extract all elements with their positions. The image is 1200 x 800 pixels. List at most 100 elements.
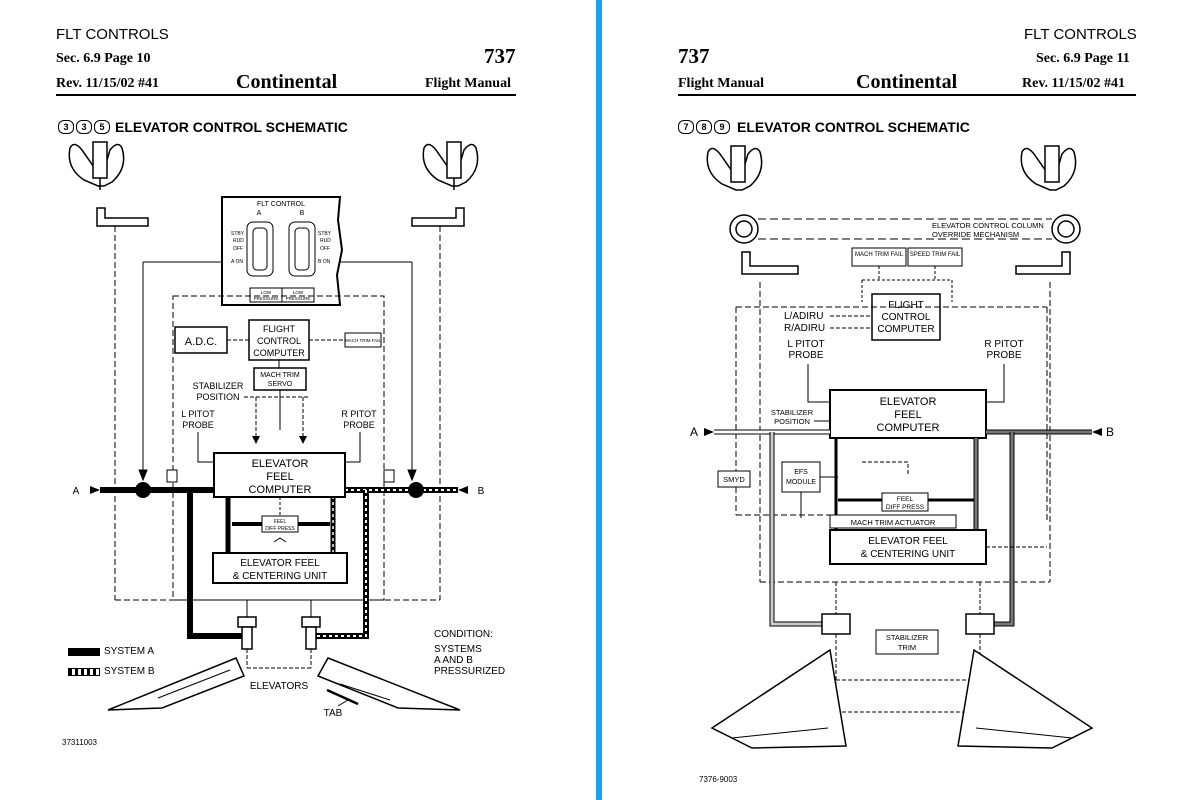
pressure-label-b: PRESSURE [286,296,311,301]
adc-label: A.D.C. [185,336,217,348]
figure-title: ELEVATOR CONTROL SCHEMATIC [115,119,348,135]
elevator-schematic-right: ELEVATOR CONTROL COLUMN OVERRIDE MECHANI… [690,145,1114,749]
revision: Rev. 11/15/02 #41 [56,76,160,91]
page-divider [596,0,602,800]
stab-trim-1: STABILIZER [886,633,929,642]
off-label-a: OFF [233,246,243,252]
position-label: POSITION [196,392,239,402]
low-label-b: LOW [293,290,304,295]
system-b-swatch [68,668,100,676]
right-control-column [411,141,479,227]
r-pitot-label: R PITOT [341,409,377,419]
override-label-1: ELEVATOR CONTROL COLUMN [932,221,1044,230]
left-control-column [68,141,149,227]
position-label: POSITION [774,417,810,426]
r-pitot-label: R PITOT [984,339,1023,350]
stby-label-b: STBY [318,231,332,237]
pressure-label-a: PRESSURE [254,296,279,301]
header-rule [56,94,516,96]
section-label: FLT CONTROLS [1024,26,1137,43]
figure-number: 7376-9003 [699,775,738,784]
fcc-computer: COMPUTER [253,348,305,358]
diff-press-label: DIFF PRESS [886,504,925,511]
mach-trim-fail-label: MACH TRIM FAIL [855,252,904,258]
override-label-2: OVERRIDE MECHANISM [932,230,1019,239]
line-b-label: B [1106,425,1114,439]
l-probe-label: PROBE [182,420,214,430]
condition-pressurized: PRESSURIZED [434,666,506,677]
mach-trim-actuator-label: MACH TRIM ACTUATOR [851,518,936,527]
l-pitot-label: L PITOT [181,409,215,419]
efc-elevator: ELEVATOR [252,458,309,470]
effectivity-badges: 3 3 5 [58,120,110,134]
efcu-1: ELEVATOR FEEL [868,536,948,547]
left-control-column [706,145,799,275]
efcu-2: & CENTERING UNIT [233,571,327,582]
airline-name: Continental [236,71,338,93]
flt-control-b-label: B [300,210,305,217]
feel-label: FEEL [897,496,914,503]
legend-system-a: SYSTEM A [104,646,155,657]
r-probe-label: PROBE [986,350,1021,361]
badge: 3 [58,120,74,134]
sec-page: Sec. 6.9 Page 10 [56,51,151,66]
effectivity-badges: 7 8 9 [678,120,730,134]
rud-label-a: RUD [233,238,244,244]
badge: 5 [94,120,110,134]
badge: 7 [678,120,694,134]
system-a-swatch [68,648,100,656]
mach-trim-servo-2: SERVO [268,381,293,388]
line-a-label: A [73,486,80,497]
condition-a-and-b: A AND B [434,655,473,666]
line-a-label: A [690,425,698,439]
efcu-1: ELEVATOR FEEL [240,558,320,569]
condition-systems: SYSTEMS [434,644,482,655]
mach-trim-servo-1: MACH TRIM [260,372,300,379]
stby-label-a: STBY [231,231,245,237]
feel-label: FEEL [274,519,287,525]
badge: 8 [696,120,712,134]
legend-system-b: SYSTEM B [104,666,155,677]
badge: 3 [76,120,92,134]
stab-trim-2: TRIM [898,643,916,652]
fcc-computer: COMPUTER [877,324,934,335]
manual-name: Flight Manual [425,76,511,91]
fcc-control: CONTROL [882,312,931,323]
l-adiru-label: L/ADIRU [784,311,823,322]
revision: Rev. 11/15/02 #41 [1022,76,1126,91]
header-rule [678,94,1136,96]
elevators-label: ELEVATORS [250,681,309,692]
stabilizer-label: STABILIZER [771,408,814,417]
a-on-label: A ON [231,259,243,265]
model-number: 737 [484,44,516,68]
flt-control-label: FLT CONTROL [257,201,305,208]
airline-name: Continental [856,71,958,93]
efs-label: EFS [794,469,808,476]
flt-control-a-label: A [257,210,262,217]
speed-trim-fail-label: SPEED TRIM FAIL [910,252,961,258]
efcu-2: & CENTERING UNIT [861,549,955,560]
left-page: FLT CONTROLS Sec. 6.9 Page 10 737 Rev. 1… [0,0,596,800]
tab-label: TAB [324,708,343,719]
efc-elevator: ELEVATOR [880,396,937,408]
efc-computer: COMPUTER [249,484,312,496]
fcc-control: CONTROL [257,336,301,346]
off-label-b: OFF [320,246,330,252]
manual-name: Flight Manual [678,76,764,91]
r-probe-label: PROBE [343,420,375,430]
rud-label-b: RUD [320,238,331,244]
fcc-flight: FLIGHT [888,300,924,311]
sec-page: Sec. 6.9 Page 11 [1036,51,1130,66]
smyd-label: SMYD [723,475,745,484]
b-on-label: B ON [318,259,331,265]
figure-number: 37311003 [62,738,97,747]
line-b-label: B [478,486,485,497]
model-number: 737 [678,44,710,68]
efc-computer: COMPUTER [877,422,940,434]
l-probe-label: PROBE [788,350,823,361]
module-label: MODULE [786,479,816,486]
figure-title: ELEVATOR CONTROL SCHEMATIC [737,119,970,135]
r-adiru-label: R/ADIRU [784,323,825,334]
efc-feel: FEEL [266,471,294,483]
section-label: FLT CONTROLS [56,26,169,43]
